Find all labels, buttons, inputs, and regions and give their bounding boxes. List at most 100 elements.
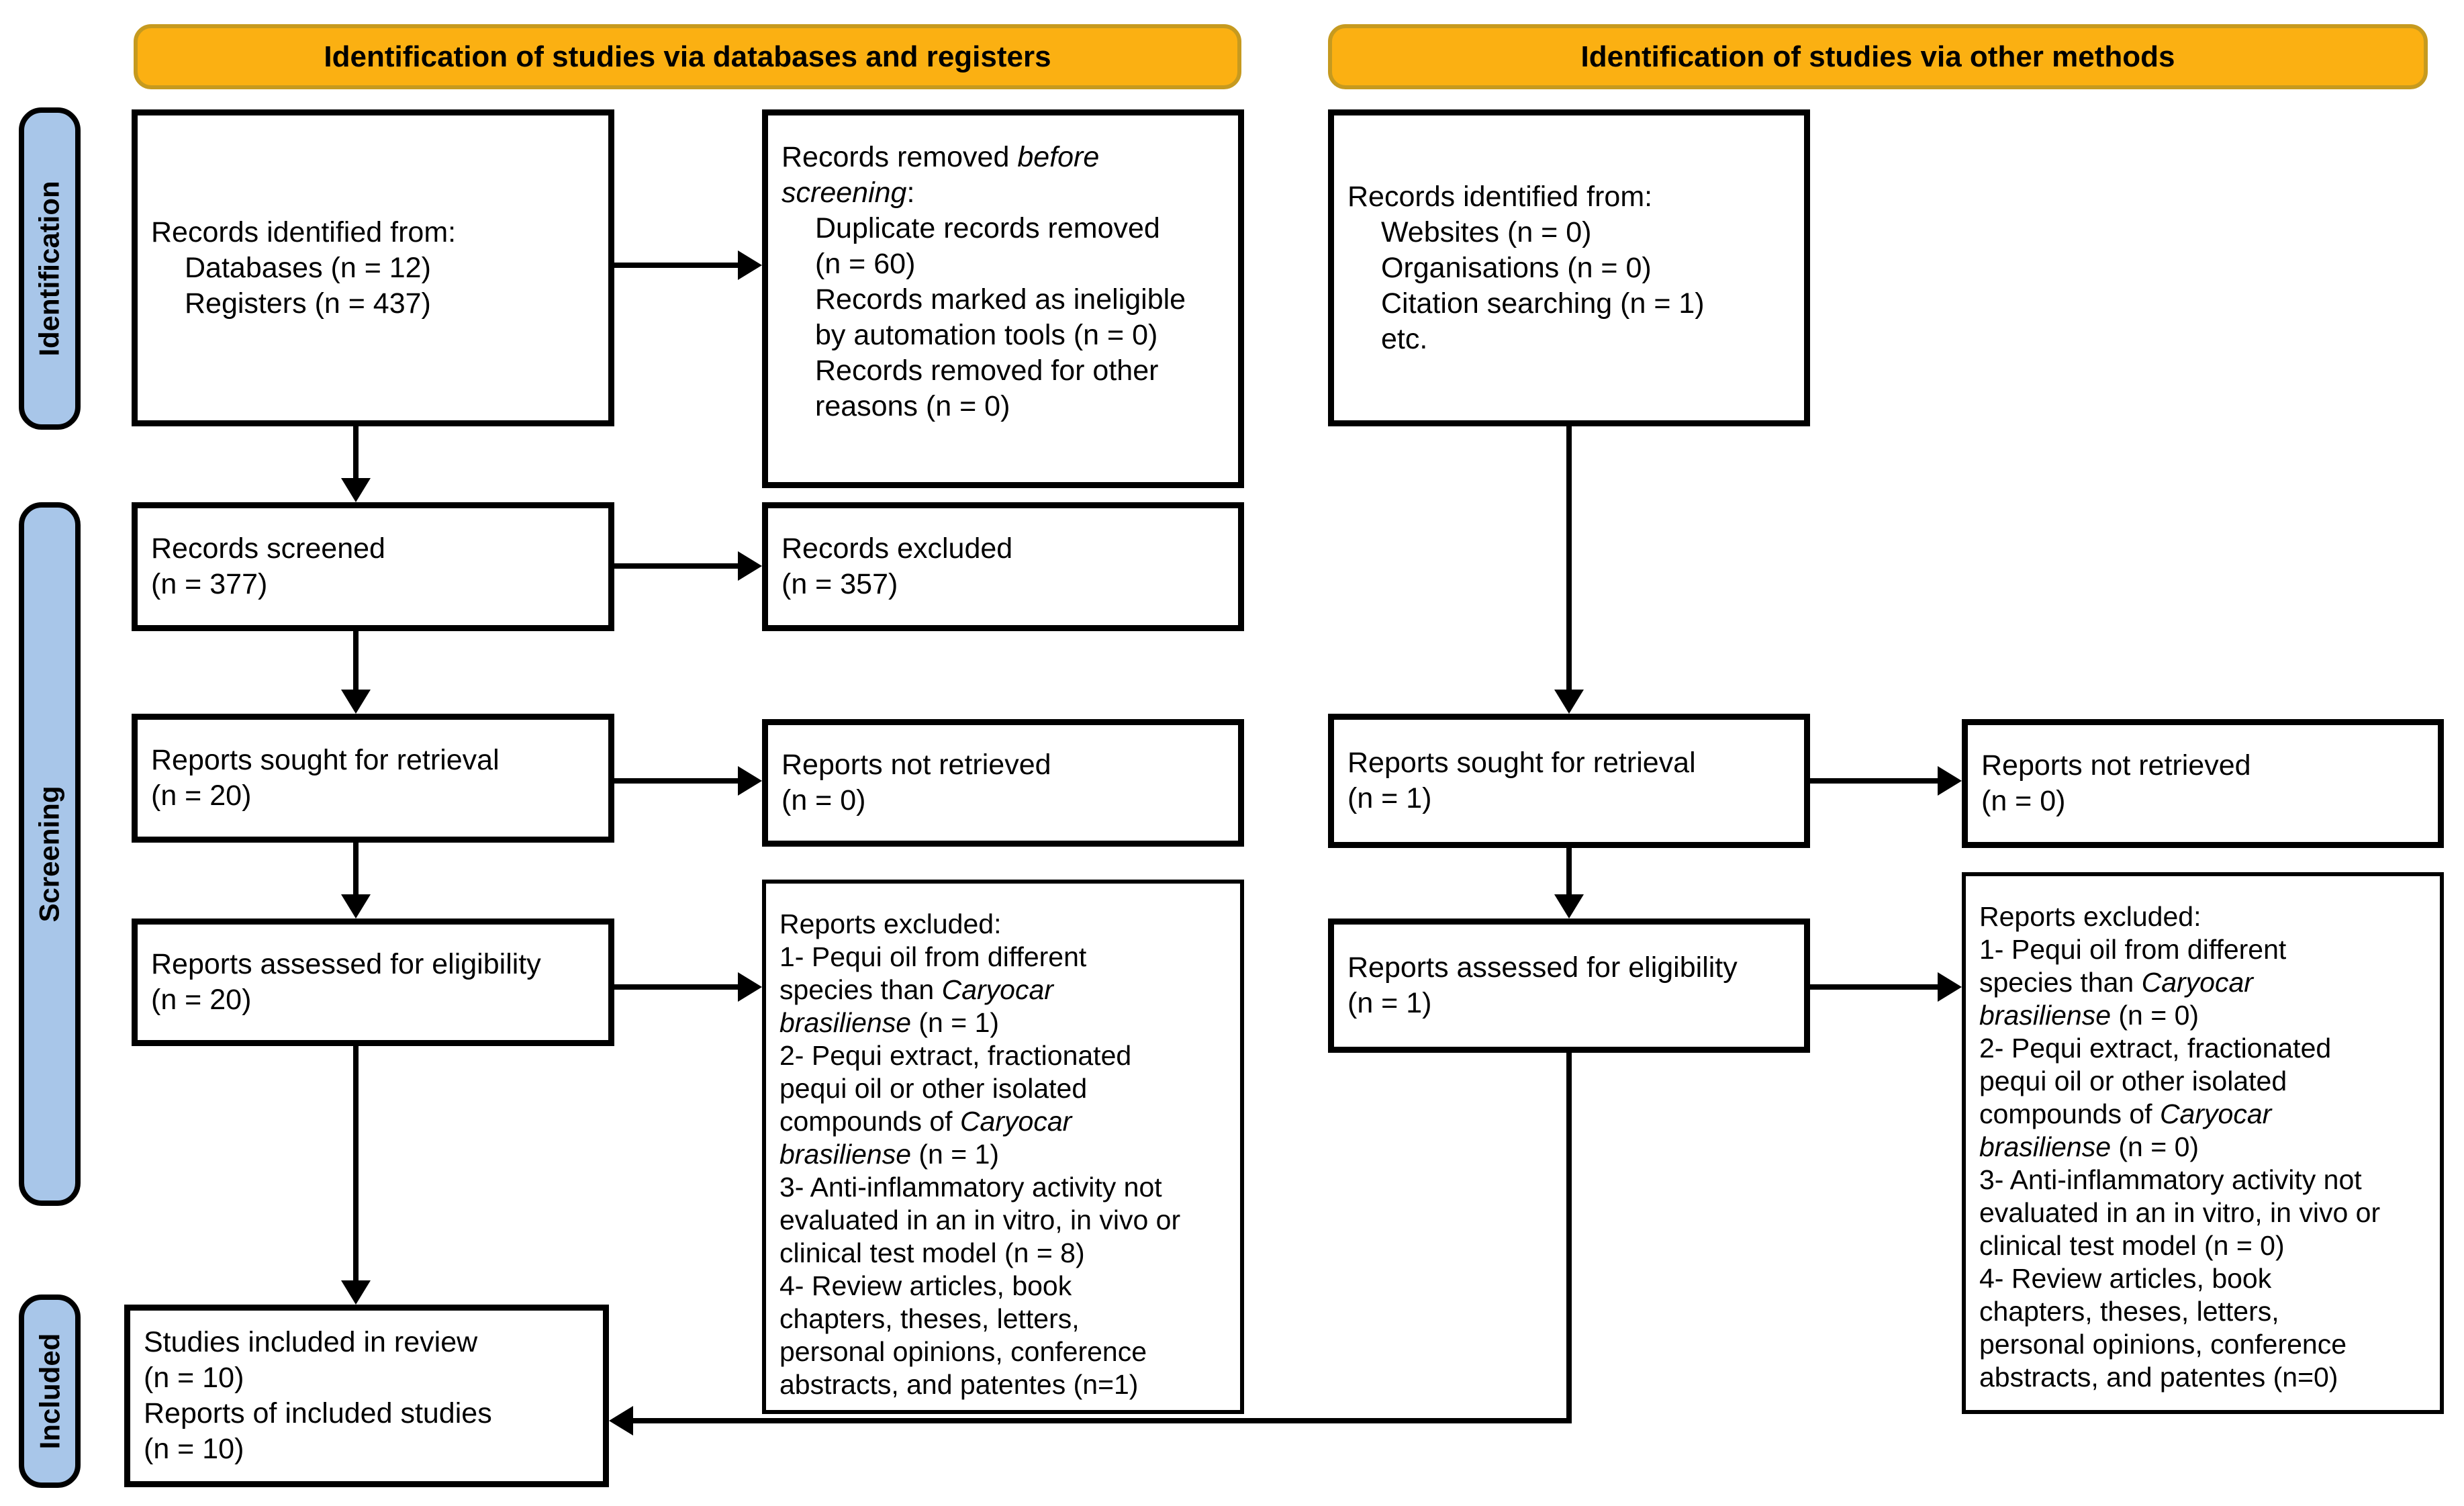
text-line: Reports not retrieved bbox=[781, 749, 1051, 781]
text-line: compounds of Caryocar bbox=[1979, 1098, 2272, 1129]
text-line: Reports excluded: bbox=[1979, 901, 2201, 932]
box-reports-excluded-other: Reports excluded:1- Pequi oil from diffe… bbox=[1962, 872, 2444, 1414]
banner-databases-registers: Identification of studies via databases … bbox=[134, 24, 1241, 89]
text-line: Reports assessed for eligibility bbox=[1347, 951, 1738, 984]
text-line: personal opinions, conference bbox=[779, 1336, 1147, 1367]
text-line: Records removed before bbox=[781, 141, 1100, 173]
box-records-identified-databases: Records identified from:Databases (n = 1… bbox=[132, 109, 614, 426]
arrow-screened-to-excluded-line bbox=[614, 563, 739, 569]
arrow-sought-to-assessed-head bbox=[341, 894, 371, 919]
arrow-identified-to-removed-line bbox=[614, 263, 739, 268]
arrow-screened-to-sought-line bbox=[353, 631, 359, 691]
text-line: (n = 0) bbox=[1981, 785, 2066, 817]
box-reports-sought-other: Reports sought for retrieval(n = 1) bbox=[1328, 714, 1810, 848]
banner-other-methods-label: Identification of studies via other meth… bbox=[1580, 40, 2175, 73]
text-line: evaluated in an in vitro, in vivo or bbox=[1979, 1197, 2381, 1228]
arrow-assessed-other-to-included-hline bbox=[632, 1418, 1572, 1423]
text-line: brasiliense (n = 0) bbox=[1979, 1131, 2199, 1162]
text-line: (n = 1) bbox=[1347, 987, 1432, 1019]
text-line: Records removed for other bbox=[815, 355, 1159, 387]
text-line: Databases (n = 12) bbox=[185, 251, 431, 284]
text-line: Duplicate records removed bbox=[815, 212, 1160, 244]
text-line: Records excluded bbox=[781, 532, 1013, 565]
text-line: Organisations (n = 0) bbox=[1381, 251, 1652, 284]
text-line: chapters, theses, letters, bbox=[1979, 1296, 2279, 1327]
arrow-sought-to-notretrieved-line bbox=[614, 778, 739, 784]
text-line: screening: bbox=[781, 177, 915, 209]
text-line: evaluated in an in vitro, in vivo or bbox=[779, 1205, 1181, 1235]
text-line: (n = 1) bbox=[1347, 782, 1432, 814]
arrow-sought-other-to-notretrieved-head bbox=[1938, 766, 1962, 796]
arrow-assessed-to-included-head bbox=[341, 1280, 371, 1305]
box-reports-sought-databases: Reports sought for retrieval(n = 20) bbox=[132, 714, 614, 843]
arrow-assessed-other-to-included-head bbox=[609, 1406, 633, 1436]
box-records-removed-before-screening: Records removed before screening:Duplicat… bbox=[762, 109, 1244, 488]
box-reports-not-retrieved-databases: Reports not retrieved(n = 0) bbox=[762, 719, 1244, 847]
text-line: Studies included in review bbox=[144, 1326, 478, 1358]
text-line: (n = 10) bbox=[144, 1362, 244, 1394]
stage-included: Included bbox=[19, 1295, 81, 1488]
text-line: pequi oil or other isolated bbox=[779, 1073, 1088, 1104]
text-line: 1- Pequi oil from different bbox=[1979, 934, 2287, 965]
text-line: 1- Pequi oil from different bbox=[779, 941, 1087, 972]
text-line: brasiliense (n = 1) bbox=[779, 1139, 1000, 1170]
text-line: Registers (n = 437) bbox=[185, 287, 431, 320]
text-line: (n = 377) bbox=[151, 568, 268, 600]
box-reports-excluded-databases: Reports excluded:1- Pequi oil from diffe… bbox=[762, 880, 1244, 1414]
text-line: Websites (n = 0) bbox=[1381, 216, 1592, 248]
arrow-identified-to-screened-line bbox=[353, 426, 359, 479]
banner-databases-registers-label: Identification of studies via databases … bbox=[324, 40, 1051, 73]
arrow-screened-to-excluded-head bbox=[738, 551, 762, 581]
text-line: (n = 60) bbox=[815, 248, 916, 280]
box-reports-assessed-databases: Reports assessed for eligibility(n = 20) bbox=[132, 919, 614, 1046]
text-line: 4- Review articles, book bbox=[1979, 1263, 2272, 1294]
arrow-sought-other-to-assessed-head bbox=[1554, 894, 1584, 919]
arrow-sought-to-notretrieved-head bbox=[738, 766, 762, 796]
text-line: (n = 10) bbox=[144, 1433, 244, 1465]
text-line: (n = 20) bbox=[151, 984, 252, 1016]
box-records-identified-other: Records identified from:Websites (n = 0)… bbox=[1328, 109, 1810, 426]
text-line: (n = 357) bbox=[781, 568, 898, 600]
stage-screening-label: Screening bbox=[34, 786, 66, 923]
text-line: Reports not retrieved bbox=[1981, 749, 2251, 782]
box-reports-not-retrieved-other: Reports not retrieved(n = 0) bbox=[1962, 719, 2444, 848]
text-line: Records screened bbox=[151, 532, 385, 565]
arrow-identified-to-screened-head bbox=[341, 478, 371, 502]
arrow-assessed-other-to-reportsexcluded-head bbox=[1938, 972, 1962, 1002]
box-records-excluded: Records excluded(n = 357) bbox=[762, 502, 1244, 631]
text-line: 3- Anti-inflammatory activity not bbox=[779, 1172, 1162, 1203]
text-line: 2- Pequi extract, fractionated bbox=[779, 1040, 1132, 1071]
text-line: species than Caryocar bbox=[779, 974, 1053, 1005]
arrow-assessed-to-included-line bbox=[353, 1046, 359, 1282]
text-line: abstracts, and patentes (n=0) bbox=[1979, 1362, 2338, 1393]
text-line: 4- Review articles, book bbox=[779, 1270, 1072, 1301]
text-line: by automation tools (n = 0) bbox=[815, 319, 1158, 351]
text-line: clinical test model (n = 8) bbox=[779, 1237, 1085, 1268]
text-line: Records marked as ineligible bbox=[815, 283, 1186, 316]
stage-screening: Screening bbox=[19, 502, 81, 1206]
stage-identification: Identification bbox=[19, 107, 81, 430]
text-line: brasiliense (n = 0) bbox=[1979, 1000, 2199, 1031]
text-line: compounds of Caryocar bbox=[779, 1106, 1072, 1137]
text-line: Citation searching (n = 1) bbox=[1381, 287, 1705, 320]
arrow-identified-to-removed-head bbox=[738, 250, 762, 280]
text-line: clinical test model (n = 0) bbox=[1979, 1230, 2285, 1261]
arrow-assessed-to-reportsexcluded-line bbox=[614, 984, 739, 990]
text-line: 2- Pequi extract, fractionated bbox=[1979, 1033, 2332, 1064]
text-line: etc. bbox=[1381, 322, 1428, 355]
text-line: abstracts, and patentes (n=1) bbox=[779, 1369, 1139, 1400]
text-line: Reports sought for retrieval bbox=[1347, 747, 1696, 779]
stage-identification-label: Identification bbox=[34, 181, 65, 357]
arrow-screened-to-sought-head bbox=[341, 690, 371, 714]
text-line: Reports excluded: bbox=[779, 908, 1002, 939]
text-line: Records identified from: bbox=[151, 216, 457, 248]
box-reports-assessed-other: Reports assessed for eligibility(n = 1) bbox=[1328, 919, 1810, 1053]
arrow-sought-other-to-notretrieved-line bbox=[1810, 778, 1939, 784]
arrow-assessed-other-to-included-vline bbox=[1566, 1053, 1572, 1423]
text-line: Reports of included studies bbox=[144, 1397, 492, 1429]
banner-other-methods: Identification of studies via other meth… bbox=[1328, 24, 2428, 89]
text-line: brasiliense (n = 1) bbox=[779, 1007, 1000, 1038]
stage-included-label: Included bbox=[34, 1333, 65, 1450]
text-line: pequi oil or other isolated bbox=[1979, 1066, 2287, 1096]
